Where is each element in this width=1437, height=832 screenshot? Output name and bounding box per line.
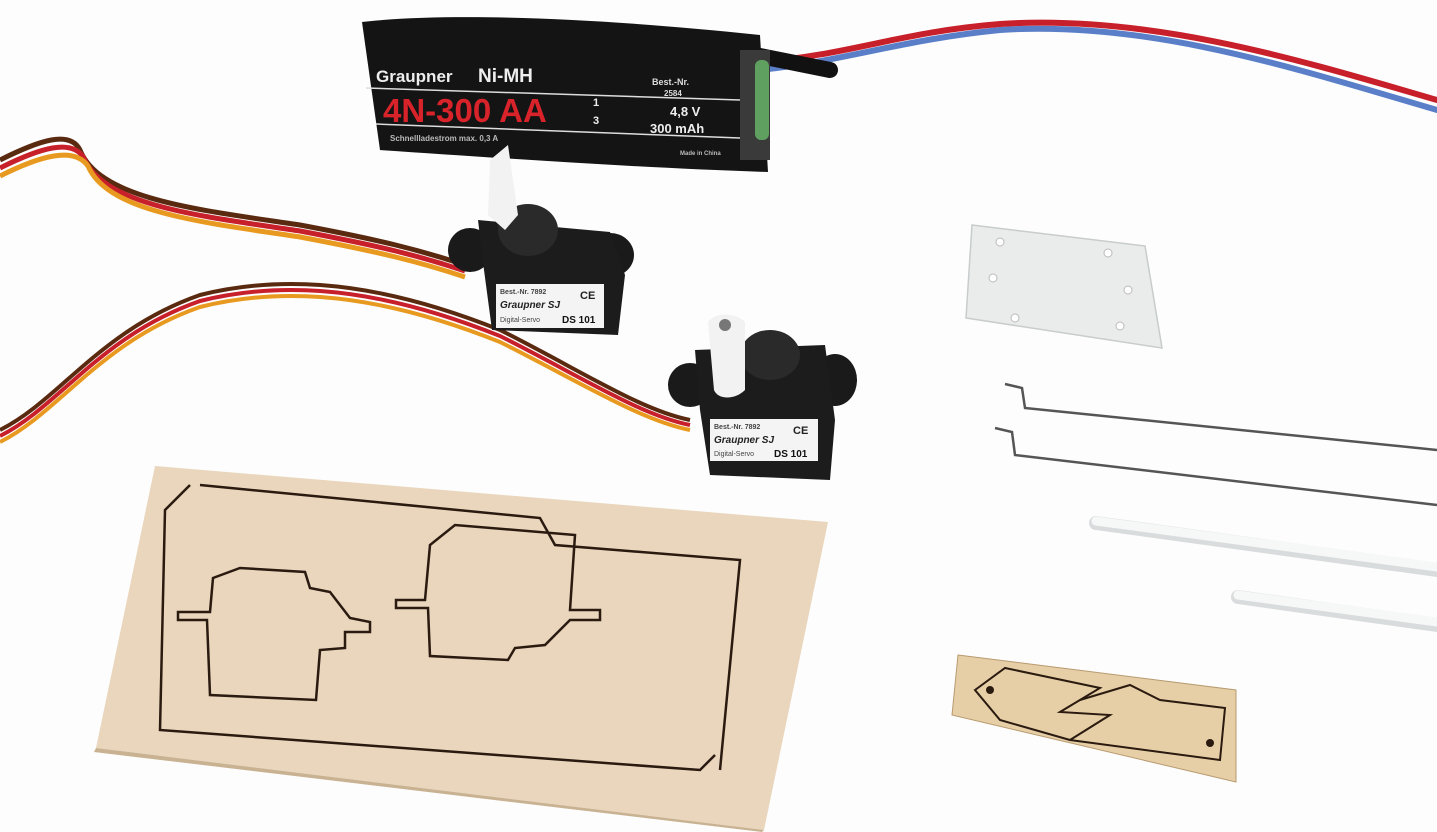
battery-order-label: Best.-Nr.: [652, 77, 689, 87]
wooden-lever-part: [951, 654, 1237, 783]
battery-chemistry: Ni-MH: [478, 66, 533, 87]
servo-2-ce: CE: [793, 425, 808, 437]
servo-2-label: [710, 419, 818, 461]
servo-2-horn: [708, 314, 745, 398]
servo-1-order: Best.-Nr. 7892: [500, 289, 546, 296]
servo-2-type: Digital-Servo: [714, 451, 754, 458]
servo-1-horn: [488, 145, 518, 230]
servo-2-brand: Graupner SJ: [714, 435, 774, 446]
battery-fraction-bottom: 3: [593, 115, 599, 127]
servo-2-model: DS 101: [774, 449, 808, 460]
servo-2: Best.-Nr. 7892 CE Graupner SJ Digital-Se…: [668, 314, 857, 480]
servo-1-brand: Graupner SJ: [500, 300, 560, 311]
servo-1: Best.-Nr. 7892 CE Graupner SJ Digital-Se…: [448, 145, 634, 335]
battery-capacity: 300 mAh: [650, 121, 704, 136]
servo-1-model: DS 101: [562, 315, 596, 326]
battery-voltage: 4,8 V: [670, 104, 701, 119]
servo-1-type: Digital-Servo: [500, 317, 540, 324]
steel-pushrods: [994, 382, 1437, 507]
laser-cut-lines: [158, 483, 742, 772]
battery-order-number: 2584: [664, 89, 682, 98]
servo-1-ce: CE: [580, 290, 595, 302]
servo-1-label: [496, 284, 604, 328]
battery-lead-wires: [747, 19, 1437, 113]
battery-pack: Graupner Ni-MH 4N-300 AA 1 3 Best.-Nr. 2…: [362, 17, 770, 172]
servo-2-order: Best.-Nr. 7892: [714, 424, 760, 431]
servo-2-lead-wires: [0, 282, 691, 444]
servo-1-lead-wires: [0, 136, 466, 280]
battery-fraction-top: 1: [593, 97, 599, 109]
plastic-mounting-plate: [965, 224, 1163, 349]
balsa-mounting-board: [94, 466, 828, 832]
battery-connector: [755, 60, 769, 140]
battery-charge-note: Schnellladestrom max. 0,3 A: [390, 134, 498, 143]
battery-brand: Graupner: [376, 67, 453, 86]
battery-origin: Made in China: [680, 151, 721, 157]
battery-model: 4N-300 AA: [383, 92, 547, 129]
plastic-tubes: [1089, 516, 1437, 632]
